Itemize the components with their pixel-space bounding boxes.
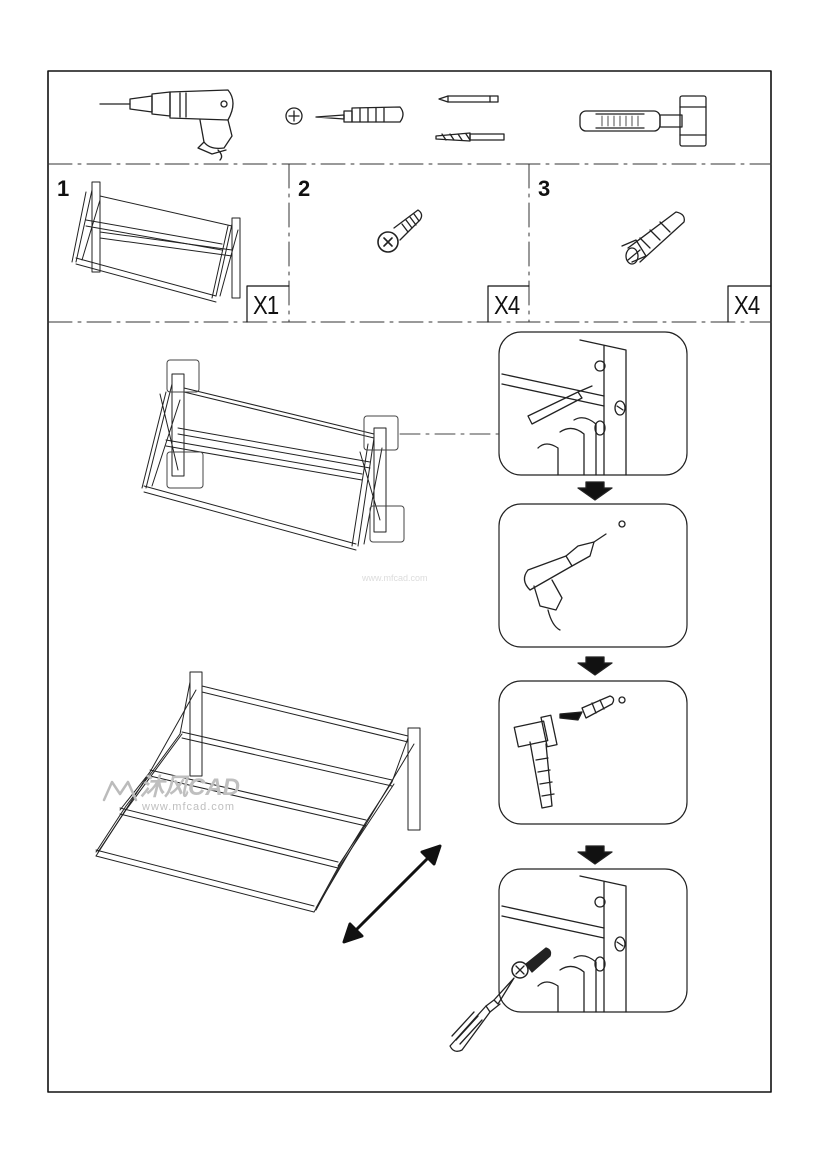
- step-4-screw-panel: [498, 868, 688, 1013]
- hammer-icon: [579, 95, 707, 147]
- part-3-quantity: X4: [734, 290, 760, 320]
- watermark-brand: 沐风CAD: [140, 774, 240, 801]
- double-arrow-icon: [342, 844, 442, 944]
- drill-icon: [99, 89, 234, 161]
- mounted-rack-drawing: [141, 373, 387, 551]
- watermark-logo-icon: [102, 780, 138, 802]
- pencil-icon: [438, 95, 499, 103]
- watermark-faint-url: www.mfcad.com: [362, 573, 428, 583]
- part-2-screw-drawing: [377, 209, 423, 253]
- part-1-quantity: X1: [253, 290, 279, 320]
- step-1-mark-holes-panel: [498, 331, 688, 476]
- watermark-url: www.mfcad.com: [142, 801, 236, 813]
- part-2-quantity: X4: [494, 290, 520, 320]
- drill-bit-icon: [435, 132, 505, 142]
- screwdriver-icon: [449, 977, 515, 1052]
- extended-rack-drawing: [95, 671, 421, 913]
- cross-head-icon: [285, 107, 303, 125]
- part-1-number: 1: [57, 176, 70, 201]
- quantity-boxes: [246, 285, 772, 323]
- arrow-down-icon: [577, 656, 613, 676]
- part-2-number: 2: [298, 176, 311, 201]
- screwdriver-icon: [315, 106, 404, 123]
- page-frame: [47, 70, 772, 1093]
- part-1-rack-drawing: [71, 181, 241, 303]
- callout-boxes: [166, 359, 499, 543]
- part-3-wall-plug-drawing: [621, 211, 685, 265]
- step-2-drill-panel: [498, 503, 688, 648]
- section-dividers: [47, 163, 772, 323]
- part-3-number: 3: [538, 176, 551, 201]
- arrow-down-icon: [577, 481, 613, 501]
- step-3-wall-plug-panel: [498, 680, 688, 825]
- arrow-down-icon: [577, 845, 613, 865]
